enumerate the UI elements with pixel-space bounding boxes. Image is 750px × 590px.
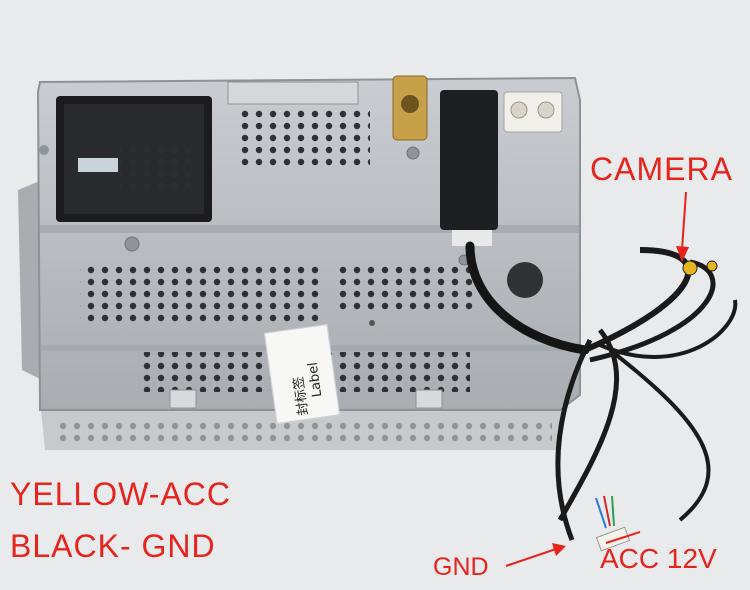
annotation-arrows xyxy=(505,191,689,567)
white-connector xyxy=(503,91,563,133)
fakra-antenna-connector xyxy=(392,75,428,141)
gnd-label: GND xyxy=(433,553,489,581)
acc-12v-label: ACC 12V xyxy=(600,543,717,574)
adapter-harness xyxy=(440,90,738,552)
yellow-acc-label: YELLOW-ACC xyxy=(10,476,232,512)
quadlock-connector xyxy=(56,96,212,222)
label-sticker: 封标签 Label xyxy=(263,323,341,425)
radio-lower-body xyxy=(18,180,565,450)
camera-label: CAMERA xyxy=(590,151,733,187)
black-gnd-label: BLACK- GND xyxy=(10,528,216,564)
